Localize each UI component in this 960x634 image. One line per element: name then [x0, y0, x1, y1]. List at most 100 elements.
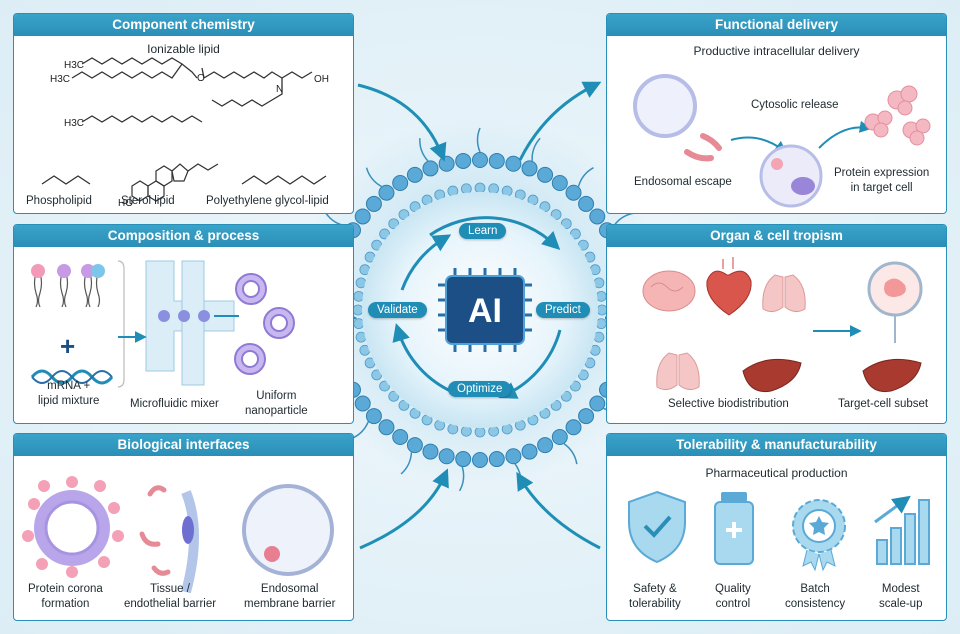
lipid-head-outer [521, 443, 538, 460]
label-endothelial-barrier: Tissue / endothelial barrier [124, 583, 217, 610]
lipid-head-outer [578, 195, 595, 212]
lipid-head-inner [388, 218, 400, 230]
expressed-protein-icon [864, 85, 931, 146]
lipid-head-outer [578, 408, 595, 425]
lipid-head-inner [569, 380, 581, 392]
lipid-head-outer [378, 419, 395, 436]
panel-title: Tolerability & manufacturability [607, 434, 946, 456]
lipid-head-outer [589, 395, 606, 412]
cycle-optimize: Optimize [448, 381, 512, 397]
label-endosomal-barrier: Endosomal membrane barrier [244, 583, 336, 610]
svg-text:H3C: H3C [64, 118, 84, 129]
lipid-head-inner [550, 209, 562, 221]
quality-badge-icon [792, 499, 846, 572]
cycle-learn: Learn [459, 223, 507, 239]
svg-text:OH: OH [314, 74, 329, 85]
svg-text:H3C: H3C [64, 60, 84, 71]
intracellular-delivery-diagram [633, 74, 931, 208]
label-uniform-nanoparticle: Uniform nanoparticle [245, 390, 308, 417]
panel-subtitle: Pharmaceutical production [705, 466, 848, 480]
panel-tolerability: Tolerability & manufacturability Pharmac… [606, 433, 947, 621]
svg-text:+: + [60, 331, 75, 361]
label-mrna-lipid-mixture: mRNA + lipid mixture [38, 380, 100, 407]
cycle-validate: Validate [368, 302, 427, 318]
lipid-head-outer [488, 152, 505, 169]
lipid-head-inner [560, 218, 572, 230]
lipid-head-inner [460, 425, 472, 437]
phospholipid-icon [41, 175, 91, 185]
lipid-head-outer [551, 429, 568, 446]
panel-title: Functional delivery [607, 14, 946, 36]
lipid-head-inner [595, 318, 607, 330]
label-phospholipid: Phospholipid [26, 195, 92, 207]
sterol-lipid-icon [131, 163, 219, 202]
panel-biological-interfaces: Biological interfaces Protein corona for… [13, 433, 354, 621]
label-peg-lipid: Polyethylene glycol-lipid [206, 195, 329, 207]
lipid-head-outer [365, 408, 382, 425]
lipid-head-outer [551, 174, 568, 191]
lipid-head-inner [388, 390, 400, 402]
lipid-head-outer [565, 184, 582, 201]
label-safety: Safety & tolerability [629, 583, 681, 610]
label-cytosolic-release: Cytosolic release [751, 99, 839, 111]
lipid-head-outer [537, 166, 554, 183]
cycle-arrow-optimize-validate [392, 323, 456, 395]
label-microfluidic-mixer: Microfluidic mixer [130, 398, 219, 410]
panel-component-chemistry: Component chemistry Ionizable lipid H3C … [13, 13, 354, 214]
lipid-head-outer [455, 152, 472, 169]
lipid-head-outer [488, 451, 505, 468]
label-protein-corona: Protein corona formation [28, 583, 103, 610]
lipid-head-outer [392, 174, 409, 191]
label-endosomal-escape: Endosomal escape [634, 176, 732, 188]
lipid-head-outer [472, 452, 488, 468]
biodistribution-diagram [642, 257, 923, 393]
lungs-icon-bottom [656, 352, 700, 391]
lipid-head-outer [406, 437, 423, 454]
lipid-head-outer [589, 208, 606, 225]
lipid-head-inner [352, 304, 364, 316]
lipid-head-outer [365, 195, 382, 212]
svg-text:N: N [276, 84, 283, 95]
bar-growth-icon [874, 495, 930, 565]
panel-organ-tropism: Organ & cell tropism Selective biodistri… [606, 224, 947, 424]
endosomal-membrane-icon [242, 484, 334, 576]
peg-tail [577, 167, 594, 187]
lipid-head-inner [474, 426, 486, 438]
lipid-head-inner [488, 183, 500, 195]
lipid-head-outer [505, 448, 522, 465]
manufacturing-icons [628, 490, 930, 572]
lipid-head-inner [474, 182, 486, 194]
target-liver-icon [862, 358, 922, 393]
cycle-arrow-validate-learn [400, 234, 452, 291]
lipid-head-inner [398, 209, 410, 221]
svg-text:H3C: H3C [50, 74, 70, 85]
peg-tail [458, 466, 465, 492]
bottle-icon [714, 492, 754, 565]
target-cell-magnifier-icon [867, 261, 923, 343]
lipid-head-outer [438, 448, 455, 465]
peg-tail [476, 127, 481, 153]
lipid-head-inner [595, 290, 607, 302]
endosome-icon [633, 74, 697, 138]
cycle-arrow-predict-optimize [498, 329, 562, 399]
lipid-head-outer [505, 155, 522, 172]
protein-corona-icon [22, 476, 124, 578]
lipid-head-outer [455, 451, 472, 468]
label-sterol-lipid: Sterol lipid [121, 195, 175, 207]
lipid-head-inner [569, 228, 581, 240]
svg-text:HO: HO [118, 198, 133, 209]
peg-tail [563, 443, 578, 465]
lipid-head-outer [392, 429, 409, 446]
panel-title: Biological interfaces [14, 434, 353, 456]
peg-tail [419, 138, 429, 162]
svg-text:O: O [197, 73, 205, 84]
ai-chip-icon: AI [438, 268, 532, 352]
cycle-arrow-learn-predict [429, 216, 561, 250]
lipid-mixture-icon: + [30, 260, 125, 388]
peg-tail [365, 167, 382, 188]
lungs-icon-top [762, 274, 806, 313]
lipid-head-inner [460, 183, 472, 195]
panel-subtitle: Ionizable lipid [147, 42, 220, 56]
label-quality-control: Quality control [715, 583, 751, 610]
label-protein-expression: Protein expression in target cell [834, 167, 930, 194]
